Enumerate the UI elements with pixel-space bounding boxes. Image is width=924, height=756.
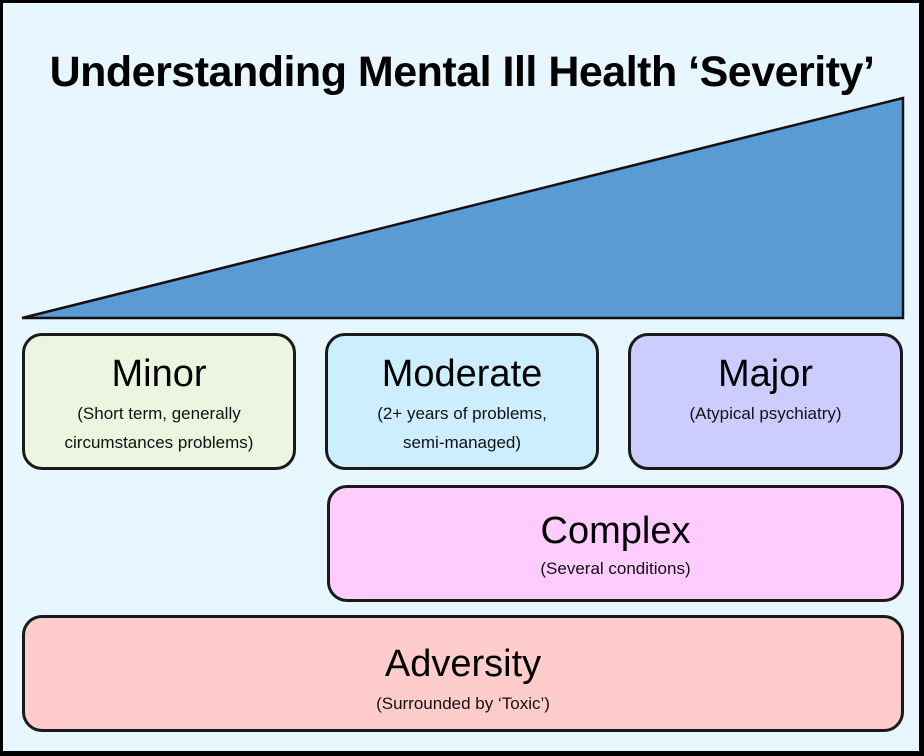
- level-complex-desc: (Several conditions): [540, 559, 691, 578]
- diagram-title: Understanding Mental Ill Health ‘Severit…: [49, 48, 875, 96]
- level-adversity-label: Adversity: [384, 643, 542, 685]
- level-complex-label: Complex: [540, 510, 691, 552]
- level-moderate-desc-1: (2+ years of problems,: [377, 404, 547, 423]
- level-minor-desc-1: (Short term, generally: [77, 404, 241, 423]
- level-moderate-desc-2: semi-managed): [402, 433, 522, 452]
- level-minor: Minor (Short term, generally circumstanc…: [22, 333, 296, 470]
- severity-triangle: [21, 96, 905, 320]
- level-moderate: Moderate (2+ years of problems, semi-man…: [325, 333, 599, 470]
- level-complex: Complex (Several conditions): [327, 485, 904, 602]
- level-major-desc: (Atypical psychiatry): [689, 404, 842, 423]
- level-minor-desc-2: circumstances problems): [64, 433, 254, 452]
- level-minor-label: Minor: [111, 353, 207, 395]
- level-adversity: Adversity (Surrounded by ‘Toxic’): [22, 615, 904, 732]
- level-major: Major (Atypical psychiatry): [628, 333, 903, 470]
- level-moderate-label: Moderate: [381, 353, 543, 395]
- level-adversity-desc: (Surrounded by ‘Toxic’): [376, 694, 550, 713]
- level-major-label: Major: [717, 353, 814, 395]
